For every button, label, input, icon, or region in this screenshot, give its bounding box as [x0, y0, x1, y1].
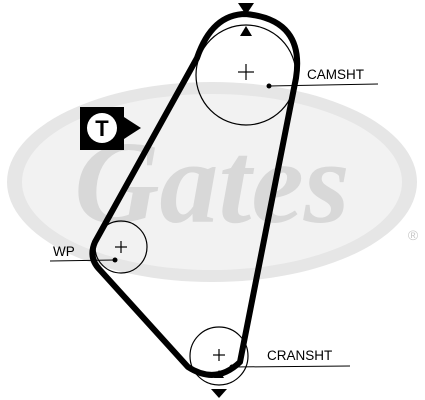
- crankshaft-label: CRANSHT: [267, 348, 332, 363]
- camshaft-timing-mark-top: [238, 3, 254, 15]
- crankshaft-leader-line: [231, 365, 351, 368]
- tensioner-circle: [87, 113, 117, 143]
- camshaft-leader-line: [268, 83, 379, 87]
- tensioner-tag: T: [80, 107, 141, 150]
- water-pump-pulley: [94, 220, 148, 274]
- crankshaft-timing-mark-inner: [214, 370, 224, 378]
- camshaft-label: CAMSHT: [307, 67, 364, 82]
- crankshaft-timing-mark-bottom: [211, 389, 227, 398]
- tensioner-label: T: [95, 116, 109, 141]
- water-pump-label: WP: [53, 244, 75, 259]
- camshaft-timing-mark-inner: [240, 26, 252, 36]
- water-pump-leader-line: [49, 259, 116, 262]
- watermark-registered-mark: ®: [408, 227, 419, 243]
